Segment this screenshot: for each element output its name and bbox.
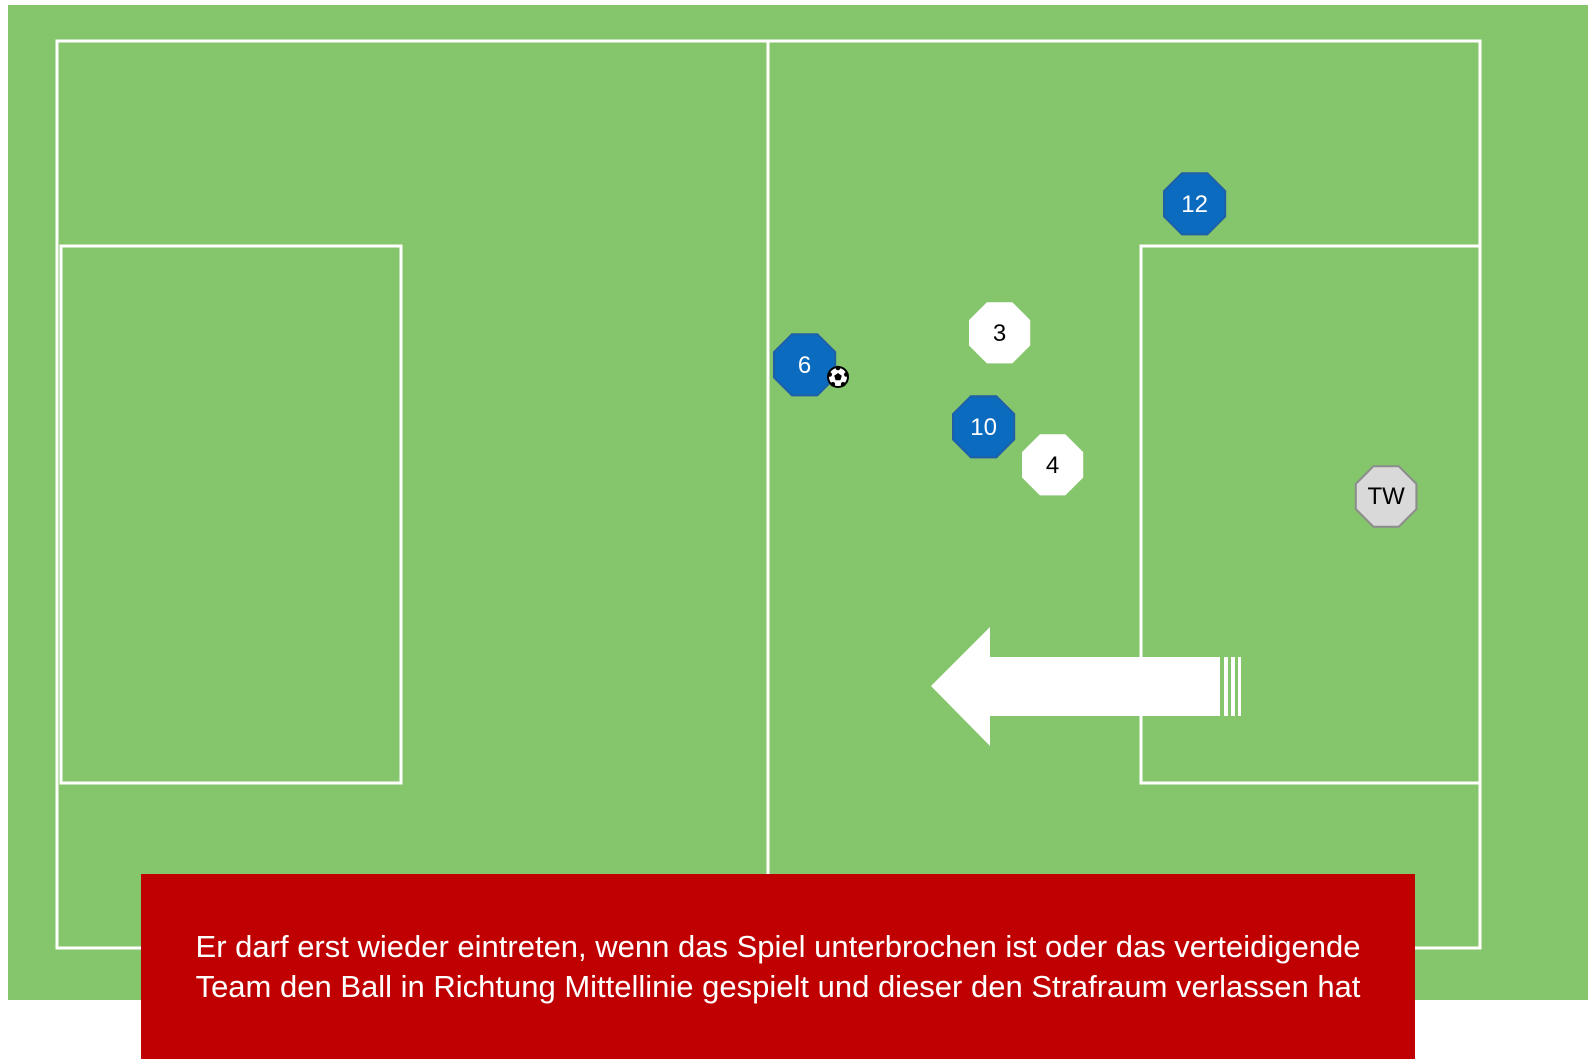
player-marker: [773, 333, 837, 397]
penalty-area-right: [1139, 244, 1482, 785]
player-4[interactable]: 4: [1022, 434, 1084, 496]
soccer-ball-icon[interactable]: [827, 365, 849, 388]
player-marker: [1163, 172, 1227, 236]
rule-caption-text: Er darf erst wieder eintreten, wenn das …: [195, 929, 1361, 1004]
player-number: 10: [970, 414, 997, 441]
player-number: 6: [798, 352, 811, 379]
player-number: TW: [1367, 483, 1405, 510]
player-marker: [969, 302, 1031, 364]
player-number: 4: [1046, 452, 1059, 479]
player-10[interactable]: 10: [952, 395, 1016, 459]
goalkeeper-tw[interactable]: TW: [1354, 465, 1418, 528]
player-marker: [952, 395, 1016, 459]
arrow-left-icon: [931, 627, 1241, 746]
rule-caption-box: Er darf erst wieder eintreten, wenn das …: [141, 874, 1415, 1059]
player-marker: [1022, 434, 1084, 496]
player-6[interactable]: 6: [773, 333, 837, 397]
penalty-area-left: [59, 244, 403, 785]
player-number: 12: [1181, 191, 1208, 218]
player-3[interactable]: 3: [969, 302, 1031, 364]
player-marker: [1354, 465, 1418, 528]
player-number: 3: [993, 320, 1006, 347]
pitch-field: [8, 5, 1588, 1000]
player-12[interactable]: 12: [1163, 172, 1227, 236]
